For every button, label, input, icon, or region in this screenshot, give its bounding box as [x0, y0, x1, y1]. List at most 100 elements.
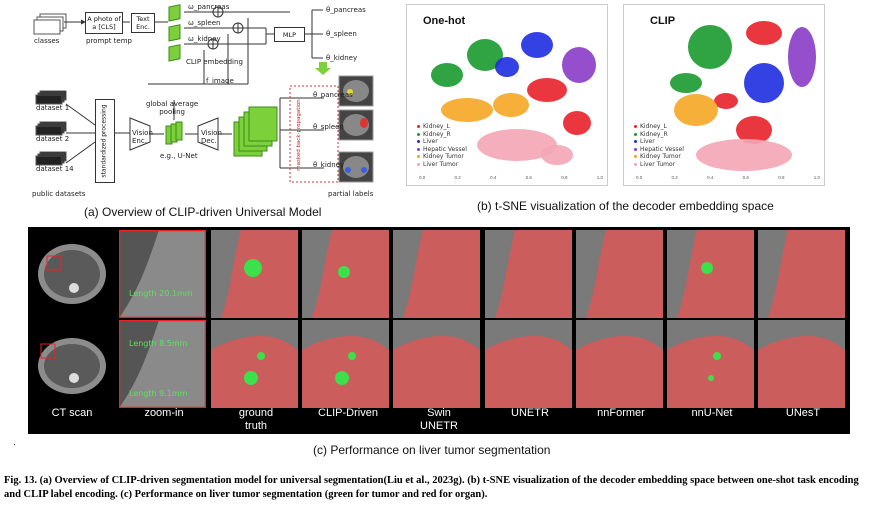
- theta-pancreas-label: θ_pancreas: [326, 6, 366, 14]
- std-processing-label: standardized processing: [101, 104, 109, 178]
- legend-item: Liver: [640, 138, 655, 145]
- legend-item: Hepatic Vessel: [423, 145, 467, 153]
- seg-cell-r1-c2: [119, 230, 207, 318]
- theta-kidney-label: θ_kidney: [326, 54, 358, 62]
- masked-bp-label: masked back-propagation: [295, 99, 302, 171]
- seg-cell-r1-c7: [575, 230, 663, 318]
- dataset-1-label: dataset 1: [36, 104, 70, 112]
- seg-image: [28, 320, 115, 408]
- seg-image: [210, 320, 298, 408]
- column-label-ground-truth: ground truth: [238, 407, 274, 432]
- seg-cell-r2-c5: [393, 320, 481, 408]
- legend-item: Kidney_L: [423, 123, 450, 130]
- unet-label: e.g., U-Net: [160, 152, 198, 160]
- legend-item: Kidney_R: [640, 130, 668, 138]
- dataset-14-label: dataset 14: [36, 165, 74, 173]
- seg-cell-r2-c3: [210, 320, 298, 408]
- tsne-onehot-legend: Kidney_L Kidney_R Liver Hepatic Vessel K…: [417, 123, 467, 168]
- column-label-unetr: UNETR: [511, 407, 549, 419]
- seg-image: [484, 320, 572, 408]
- panel-c-caption: (c) Performance on liver tumor segmentat…: [313, 443, 551, 457]
- seg-cell-r2-c1: [28, 320, 115, 408]
- theta-spleen-label: θ_spleen: [326, 30, 357, 38]
- legend-item: Kidney_L: [640, 123, 667, 130]
- column-label-swin-unetr: Swin UNETR: [420, 407, 458, 432]
- legend-item: Kidney Tumor: [640, 153, 681, 160]
- seg-cell-r1-c3: [210, 230, 298, 318]
- w-kidney-label: ω_kidney: [188, 35, 221, 43]
- legend-item: Liver: [423, 138, 438, 145]
- clip-embedding-label: CLIP embedding: [186, 58, 243, 66]
- classes-label: classes: [34, 37, 60, 45]
- figure-caption: Fig. 13. (a) Overview of CLIP-driven seg…: [4, 475, 859, 500]
- seg-image: [575, 320, 663, 408]
- seg-image: [28, 230, 115, 318]
- seg-cell-r2-c2: [119, 320, 207, 408]
- public-datasets-label: public datasets: [32, 190, 86, 198]
- seg-cell-r2-c7: [575, 320, 663, 408]
- tsne-clip-legend: Kidney_L Kidney_R Liver Hepatic Vessel K…: [634, 123, 684, 168]
- stray-dot: .: [13, 437, 16, 448]
- seg-cell-r1-c4: [301, 230, 389, 318]
- length-annotation-3: Length 9.1mm: [129, 389, 188, 398]
- panel-a: classes A photo of a [CLS] prompt temp T…: [28, 0, 383, 200]
- length-annotation-2: Length 8.5mm: [129, 339, 188, 348]
- panel-b-caption: (b) t-SNE visualization of the decoder e…: [477, 199, 774, 213]
- prompt-box: A photo of a [CLS]: [85, 12, 123, 34]
- seg-image: [119, 320, 207, 408]
- seg-cell-r1-c6: [484, 230, 572, 318]
- seg-cell-r1-c5: [393, 230, 481, 318]
- seg-cell-r2-c9: [758, 320, 846, 408]
- head-kidney-label: θ_kidney: [313, 161, 345, 169]
- tsne-onehot-plot: One-hot Kidney_L Kidney_R Liver Hepatic …: [406, 4, 608, 186]
- seg-image: [210, 230, 298, 318]
- tsne-clip-svg: [670, 21, 816, 171]
- partial-labels-label: partial labels: [328, 190, 374, 198]
- seg-image: [393, 230, 481, 318]
- prompt-temp-label: prompt temp: [86, 37, 132, 45]
- tsne-clip-title: CLIP: [650, 15, 676, 27]
- onehot-clusters: [431, 32, 596, 165]
- legend-item: Liver Tumor: [423, 160, 459, 168]
- length-annotation-1: Length 20.1mm: [129, 289, 193, 298]
- f-image-label: f_image: [206, 77, 234, 85]
- seg-image: [301, 320, 389, 408]
- dataset-2-label: dataset 2: [36, 135, 70, 143]
- legend-item: Hepatic Vessel: [640, 145, 684, 153]
- legend-item: Kidney_R: [423, 130, 451, 138]
- panel-a-diagram: [33, 4, 374, 183]
- tsne-onehot-svg: [431, 32, 596, 165]
- tsne-onehot-title: One-hot: [423, 15, 466, 27]
- seg-image: [667, 320, 755, 408]
- seg-image: [119, 230, 207, 318]
- head-spleen-label: θ_spleen: [313, 123, 344, 131]
- seg-cell-r2-c8: [667, 320, 755, 408]
- clip-clusters: [670, 21, 816, 171]
- column-label-unest: UNesT: [785, 407, 821, 419]
- seg-cell-r2-c4: [301, 320, 389, 408]
- panel-a-caption: (a) Overview of CLIP-driven Universal Mo…: [84, 205, 322, 219]
- vision-decoder-label: Vision Dec.: [201, 129, 222, 145]
- w-spleen-label: ω_spleen: [188, 19, 221, 27]
- seg-image: [667, 230, 755, 318]
- column-label-zoom-in: zoom-in: [144, 407, 184, 419]
- seg-cell-r1-c9: [758, 230, 846, 318]
- head-pancreas-label: θ_pancreas: [313, 91, 353, 99]
- seg-cell-r2-c6: [484, 320, 572, 408]
- seg-image: [758, 230, 846, 318]
- seg-cell-r1-c8: [667, 230, 755, 318]
- seg-image: [484, 230, 572, 318]
- legend-item: Liver Tumor: [640, 160, 676, 168]
- column-label-nnformer: nnFormer: [597, 407, 645, 419]
- gap-label: global average pooling: [146, 100, 199, 116]
- seg-image: [575, 230, 663, 318]
- w-pancreas-label: ω_pancreas: [188, 3, 230, 11]
- seg-cell-r1-c1: [28, 230, 115, 318]
- vision-encoder-label: Vision Enc.: [132, 129, 153, 145]
- column-label-ct-scan: CT scan: [51, 407, 93, 419]
- std-processing-box: standardized processing: [95, 99, 115, 183]
- column-label-clip-driven: CLIP-Driven: [318, 407, 378, 419]
